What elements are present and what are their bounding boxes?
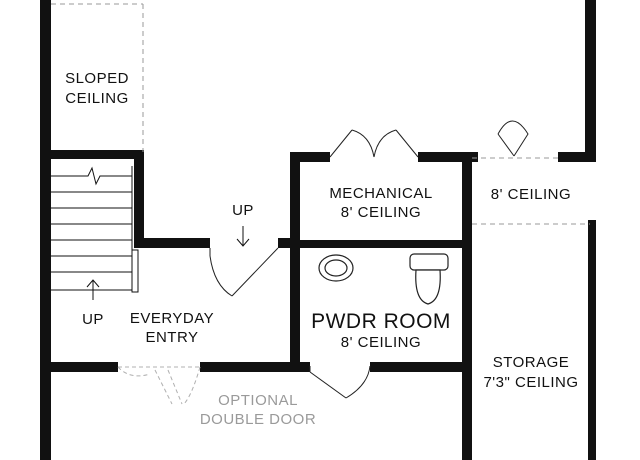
stairs: UP	[51, 166, 139, 328]
sloped-ceiling-label-line2: CEILING	[65, 90, 129, 107]
mechanical-name-label: MECHANICAL	[329, 185, 432, 202]
toilet-icon	[409, 253, 449, 305]
mechanical-double-door	[329, 129, 419, 158]
optional-door-label-line2: DOUBLE DOOR	[200, 411, 316, 428]
storage-ceiling-label: 7'3" CEILING	[483, 374, 578, 391]
entry-top-wall	[134, 238, 210, 248]
entry-top-wall-right	[278, 238, 298, 248]
right-outer-wall	[585, 0, 596, 162]
pwdr-door	[309, 365, 371, 399]
down-arrow-icon	[236, 226, 250, 247]
closet-door	[497, 120, 529, 157]
stair-right-wall	[134, 150, 144, 248]
storage-right-wall	[588, 220, 596, 460]
left-outer-wall-lower	[40, 156, 51, 366]
everyday-entry-label-line2: ENTRY	[145, 329, 198, 346]
closet-top-wall-right	[558, 152, 596, 162]
optional-door-label-line1: OPTIONAL	[218, 392, 298, 409]
everyday-entry-label-line1: EVERYDAY	[130, 310, 214, 327]
optional-double-door	[117, 366, 201, 405]
stair-rail	[131, 249, 139, 293]
closet-ceiling-label: 8' CEILING	[491, 186, 571, 203]
mechanical-ceiling-label: 8' CEILING	[341, 204, 421, 221]
up-arrow-icon	[86, 279, 100, 300]
pwdr-room-ceiling-label: 8' CEILING	[341, 334, 421, 351]
pwdr-bottom-wall-right	[370, 362, 470, 372]
stair-top-wall	[40, 150, 140, 159]
mechanical-left-wall	[290, 152, 300, 362]
entry-door	[209, 247, 279, 297]
sink-icon	[318, 254, 354, 282]
entry-bottom-wall-mid	[200, 362, 310, 372]
pwdr-room-name-label: PWDR ROOM	[311, 310, 451, 333]
storage-name-label: STORAGE	[493, 354, 570, 371]
sloped-ceiling-label-line1: SLOPED	[65, 70, 129, 87]
stair-break-line	[51, 166, 132, 186]
walls	[40, 0, 596, 460]
left-outer-wall-upper	[40, 0, 51, 166]
storage-left-wall	[462, 152, 472, 460]
mechanical-top-wall-right	[418, 152, 478, 162]
left-outer-wall-bottom	[40, 365, 51, 460]
stair-up-label: UP	[82, 311, 104, 328]
mechanical-bottom-wall	[290, 240, 470, 248]
mechanical-top-wall-left	[290, 152, 330, 162]
hall-up-label: UP	[232, 202, 254, 219]
entry-bottom-wall-left	[40, 362, 118, 372]
